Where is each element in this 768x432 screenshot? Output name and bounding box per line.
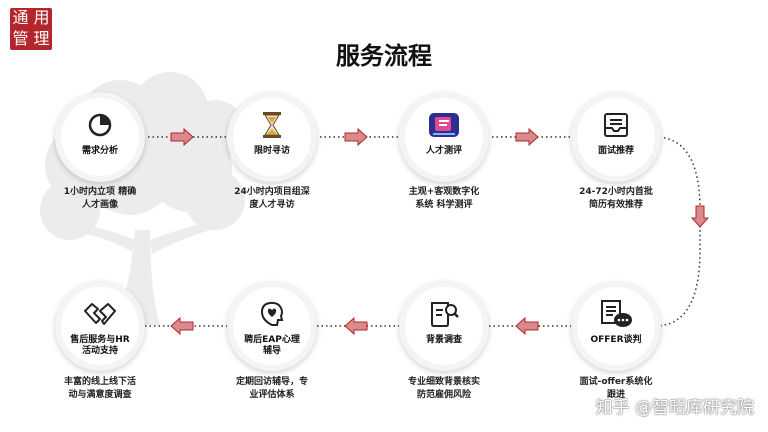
watermark: 知乎 @智昭库研究院 (596, 393, 754, 418)
chat-document-icon (577, 299, 655, 329)
step-node-7: 聘后EAP心理辅导 (233, 287, 311, 365)
step-node-3: 人才测评 (405, 98, 483, 176)
step-label: 限时寻访 (233, 146, 311, 157)
hourglass-icon (233, 110, 311, 140)
arrow-down (692, 206, 708, 227)
heart-head-icon (233, 299, 311, 329)
step-node-5: OFFER谈判 (577, 287, 655, 365)
arrow-right (345, 129, 367, 145)
step-label: 需求分析 (61, 146, 139, 157)
arrow-left (171, 318, 193, 334)
step-description: 主观+客观数字化系统 科学测评 (384, 186, 504, 212)
step-node-4: 面试推荐 (577, 98, 655, 176)
step-node-2: 限时寻访 (233, 98, 311, 176)
step-description: 1小时内立项 精确人才画像 (40, 186, 160, 212)
step-description: 24-72小时内首批简历有效推荐 (556, 186, 676, 212)
arrow-left (345, 318, 367, 334)
connector-line (655, 137, 700, 326)
step-label: 人才测评 (405, 146, 483, 157)
step-description: 丰富的线上线下活动与满意度调查 (40, 376, 160, 402)
handshake-icon (61, 299, 139, 329)
arrow-left (516, 318, 538, 334)
step-node-1: 需求分析 (61, 98, 139, 176)
step-description: 24小时内项目组深度人才寻访 (212, 186, 332, 212)
assessment-icon (405, 110, 483, 140)
arrow-right (171, 129, 193, 145)
step-label: 聘后EAP心理辅导 (233, 335, 311, 357)
arrow-right (516, 129, 538, 145)
step-label: 背景调查 (405, 335, 483, 346)
step-label: 面试推荐 (577, 146, 655, 157)
search-document-icon (405, 299, 483, 329)
step-label: OFFER谈判 (577, 335, 655, 346)
pie-chart-icon (61, 110, 139, 140)
step-description: 专业细致背景核实防范雇佣风险 (384, 376, 504, 402)
step-description: 定期回访辅导，专业评估体系 (212, 376, 332, 402)
inbox-icon (577, 110, 655, 140)
step-node-6: 背景调查 (405, 287, 483, 365)
